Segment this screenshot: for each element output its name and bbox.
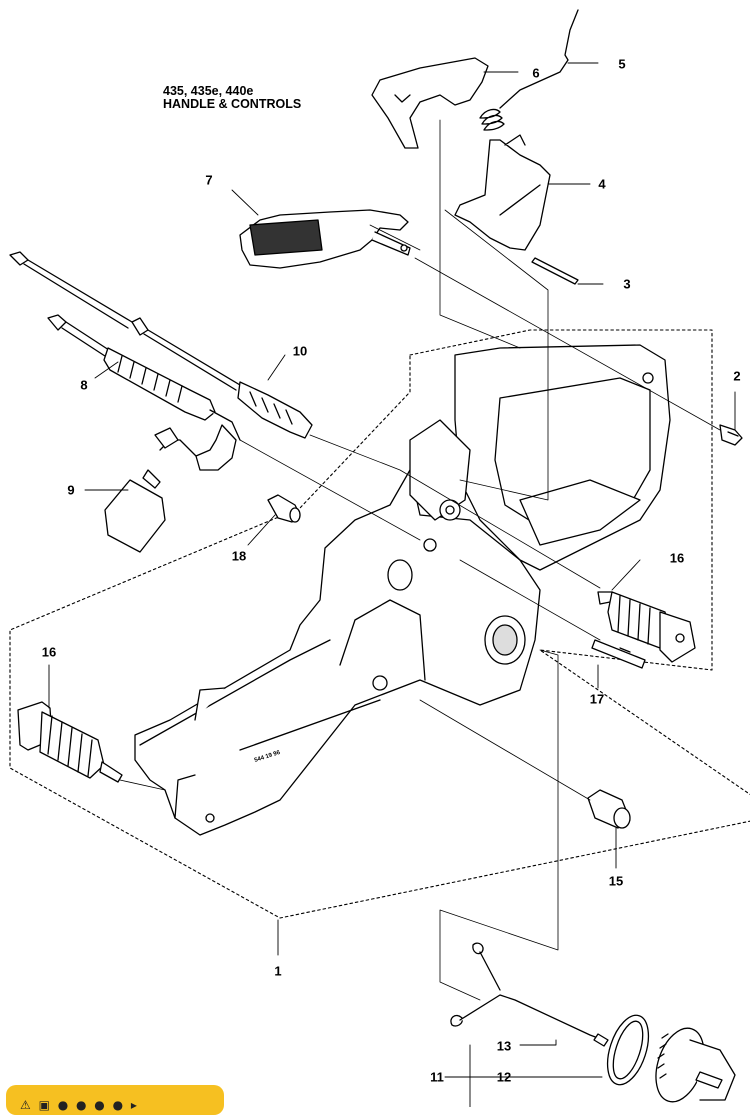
av-spring-left	[17, 701, 123, 783]
part-label-7: 7	[205, 172, 213, 188]
throttle-trigger-part	[454, 134, 551, 251]
part-label-15: 15	[608, 873, 624, 889]
part-label-4: 4	[598, 176, 606, 192]
part-label-13: 13	[496, 1038, 512, 1054]
part-label-6: 6	[532, 65, 540, 81]
leader-lines	[48, 62, 736, 1107]
part-label-17: 17	[589, 691, 605, 707]
part-label-18: 18	[231, 548, 247, 564]
bushing-part	[267, 494, 301, 523]
part-label-16-left: 16	[41, 644, 57, 660]
choke-rod-part	[450, 942, 609, 1047]
throttle-lockout-part	[371, 57, 489, 149]
fuel-cap-part	[655, 1027, 736, 1103]
part-label-9: 9	[67, 482, 75, 498]
hose-filter-part	[104, 424, 237, 553]
assembly-lines	[119, 119, 721, 1001]
part-label-8: 8	[80, 377, 88, 393]
spring-wire-part	[479, 9, 579, 131]
cable-bellows-part	[47, 314, 241, 441]
part-label-10: 10	[292, 343, 308, 359]
part-label-3: 3	[623, 276, 631, 292]
part-label-12: 12	[496, 1069, 512, 1085]
diagram-title: 435, 435e, 440e HANDLE & CONTROLS	[163, 85, 301, 111]
badge-icons: ⚠ ▣ ● ● ● ● ▸	[20, 1098, 139, 1112]
rear-handle-housing	[134, 344, 671, 836]
av-spring-right	[597, 591, 696, 663]
screw-part	[719, 424, 743, 446]
part-label-16-right: 16	[669, 550, 685, 566]
part-label-11: 11	[430, 1069, 444, 1085]
part-label-1: 1	[274, 963, 282, 979]
lever-plate-part	[239, 209, 411, 269]
title-models: 435, 435e, 440e	[163, 84, 254, 98]
assembly-boundary	[9, 329, 750, 919]
part-label-2: 2	[733, 368, 741, 384]
throttle-cable-part	[9, 251, 313, 439]
plug-part	[587, 789, 631, 829]
rod-part	[591, 639, 646, 669]
o-ring-part	[606, 1014, 650, 1086]
part-label-5: 5	[618, 56, 626, 72]
title-section: HANDLE & CONTROLS	[163, 97, 302, 111]
pin-part	[531, 257, 579, 285]
